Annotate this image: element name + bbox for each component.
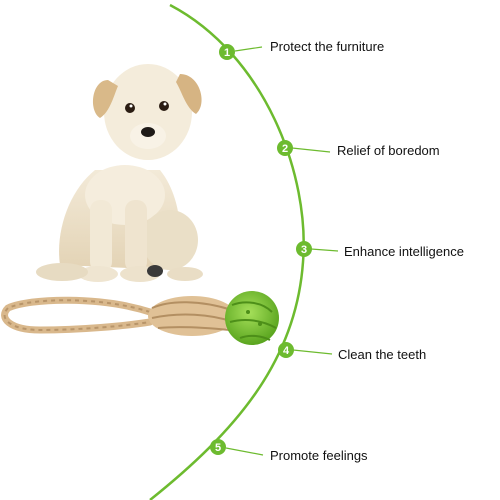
feature-label-boredom: Relief of boredom	[337, 143, 440, 158]
step-number: 1	[224, 47, 230, 59]
step-number: 3	[301, 244, 307, 256]
timeline-connectors	[225, 46, 339, 456]
step-marker-4: 4	[278, 342, 294, 358]
feature-label-teeth: Clean the teeth	[338, 347, 427, 362]
step-number: 4	[283, 345, 290, 357]
rope-ball-toy-icon	[1, 291, 279, 345]
timeline-arc	[149, 3, 305, 500]
step-number: 2	[282, 143, 288, 155]
step-marker-3: 3	[296, 241, 312, 257]
step-marker-2: 2	[277, 140, 293, 156]
feature-label-feelings: Promote feelings	[270, 448, 368, 463]
feature-label-intelligence: Enhance intelligence	[344, 244, 464, 259]
step-number: 5	[215, 442, 221, 454]
feature-label-protect: Protect the furniture	[270, 39, 385, 54]
puppy-icon	[36, 64, 203, 282]
step-marker-5: 5	[210, 439, 226, 455]
step-marker-1: 1	[219, 44, 235, 60]
